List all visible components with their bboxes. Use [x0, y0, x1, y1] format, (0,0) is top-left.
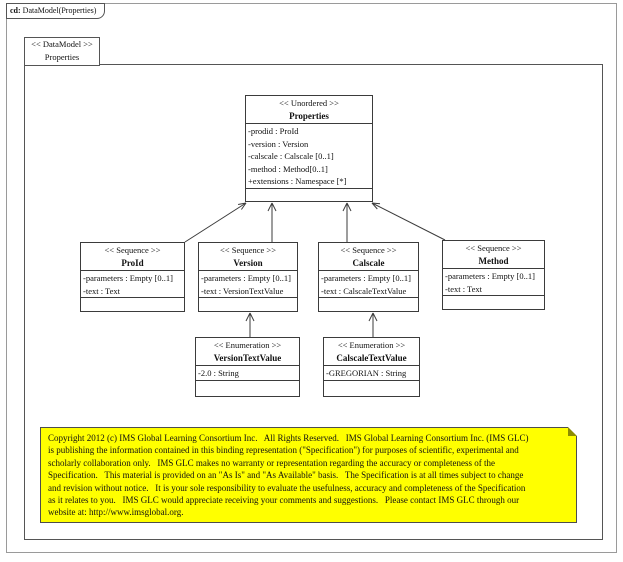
class-stereotype: << Sequence >>	[104, 245, 161, 255]
class-attribute: -prodid : ProId	[248, 126, 299, 136]
class-name: Method	[478, 256, 509, 266]
class-name: VersionTextValue	[213, 353, 282, 363]
operations-compartment	[324, 379, 419, 397]
class-stereotype: << Sequence >>	[340, 245, 397, 255]
class-attribute: -parameters : Empty [0..1]	[201, 273, 291, 283]
class-attribute: -parameters : Empty [0..1]	[321, 273, 411, 283]
enum-calscaletextvalue: << Enumeration >> CalscaleTextValue -GRE…	[323, 337, 420, 397]
diagram-title: DataModel(Properties)	[20, 6, 97, 15]
note-text-line: website at: http://www.imsglobal.org.	[48, 507, 184, 518]
class-method: << Sequence >> Method -parameters : Empt…	[442, 240, 545, 310]
note-text-line: is publishing the information contained …	[48, 445, 519, 456]
frame-label: << DataModel >> Properties	[24, 37, 100, 66]
enum-versiontextvalue: << Enumeration >> VersionTextValue -2.0 …	[195, 337, 300, 397]
class-stereotype: << Enumeration >>	[213, 340, 282, 350]
class-stereotype: << Sequence >>	[220, 245, 276, 255]
class-attribute: -method : Method[0..1]	[248, 163, 328, 174]
note-text-line: scholarly collaboration only. IMS GLC ma…	[48, 457, 496, 468]
copyright-note: Copyright 2012 (c) IMS Global Learning C…	[40, 427, 577, 523]
class-name: Calscale	[352, 258, 385, 268]
operations-compartment	[319, 297, 418, 311]
class-stereotype: << Unordered >>	[279, 98, 339, 108]
class-attribute: -version : Version	[248, 138, 309, 149]
diagram-type-label: cd:	[10, 6, 21, 15]
note-text-line: as it relates to you. IMS GLC would appr…	[48, 495, 520, 506]
class-attribute: -text : Text	[445, 283, 483, 294]
class-name: Properties	[289, 111, 329, 121]
class-attribute: +extensions : Namespace [*]	[248, 176, 347, 186]
class-attribute: -text : CalscaleTextValue	[321, 285, 407, 296]
operations-compartment	[196, 379, 299, 397]
class-properties: << Unordered >> Properties -prodid : Pro…	[245, 95, 373, 202]
enum-literal: -GREGORIAN : String	[326, 368, 407, 378]
class-stereotype: << Sequence >>	[465, 243, 522, 253]
class-attribute: -parameters : Empty [0..1]	[83, 273, 173, 283]
class-attribute: -parameters : Empty [0..1]	[445, 271, 535, 281]
class-attribute: -calscale : Calscale [0..1]	[248, 151, 334, 161]
diagram-title-tab: cd: DataModel(Properties)	[6, 3, 106, 19]
frame-name: Properties	[44, 52, 80, 62]
operations-compartment	[246, 187, 372, 202]
class-proid: << Sequence >> ProId -parameters : Empty…	[80, 242, 185, 312]
class-version: << Sequence >> Version -parameters : Emp…	[198, 242, 298, 312]
operations-compartment	[81, 297, 184, 311]
note-text-line: Specification. This material is provided…	[48, 470, 524, 481]
note-text-line: and revision without notice. It is your …	[48, 482, 526, 493]
operations-compartment	[443, 295, 544, 309]
class-name: ProId	[121, 258, 144, 268]
class-stereotype: << Enumeration >>	[337, 340, 406, 350]
frame-stereotype: << DataModel >>	[31, 39, 93, 49]
class-name: Version	[233, 258, 263, 268]
class-calscale: << Sequence >> Calscale -parameters : Em…	[318, 242, 419, 312]
operations-compartment	[199, 297, 297, 311]
enum-literal: -2.0 : String	[198, 368, 239, 378]
class-attribute: -text : VersionTextValue	[201, 285, 284, 296]
class-attribute: -text : Text	[83, 285, 121, 296]
class-name: CalscaleTextValue	[336, 353, 407, 363]
note-text-line: Copyright 2012 (c) IMS Global Learning C…	[48, 433, 529, 443]
